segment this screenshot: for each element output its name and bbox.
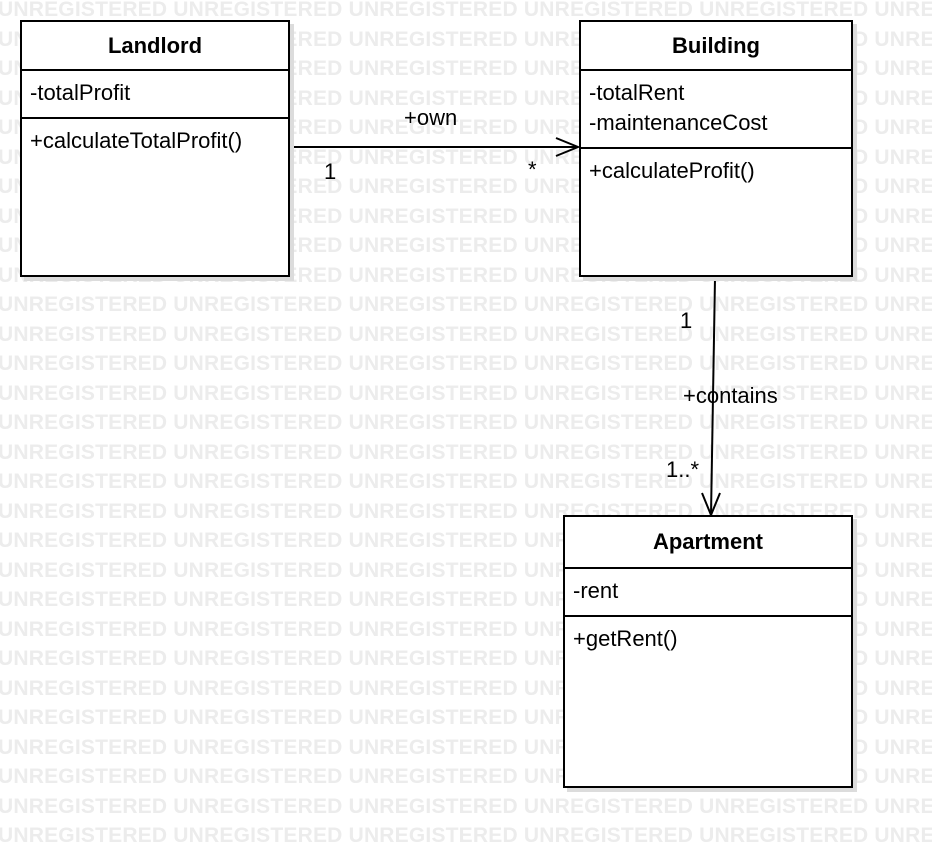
landlord-operations: +calculateTotalProfit() xyxy=(22,119,288,275)
building-class[interactable]: Building -totalRent -maintenanceCost +ca… xyxy=(579,20,853,277)
contains-target-multiplicity: 1..* xyxy=(666,457,700,482)
own-association-label: +own xyxy=(404,105,458,130)
building-attribute-total-rent: -totalRent xyxy=(589,80,685,105)
contains-source-multiplicity: 1 xyxy=(680,308,693,333)
apartment-class[interactable]: Apartment -rent +getRent() xyxy=(563,515,853,788)
own-target-multiplicity: * xyxy=(528,157,537,182)
landlord-attributes: -totalProfit xyxy=(22,71,288,119)
apartment-class-name: Apartment xyxy=(565,517,851,569)
contains-association-line[interactable] xyxy=(710,277,716,516)
building-attributes: -totalRent -maintenanceCost xyxy=(581,71,851,149)
building-operation-calculate-profit: +calculateProfit() xyxy=(589,158,755,183)
landlord-class-name: Landlord xyxy=(22,22,288,71)
apartment-attribute-rent: -rent xyxy=(573,578,619,603)
landlord-attribute-total-profit: -totalProfit xyxy=(30,80,131,105)
building-operations: +calculateProfit() xyxy=(581,149,851,275)
apartment-operations: +getRent() xyxy=(565,617,851,786)
apartment-operation-get-rent: +getRent() xyxy=(573,626,678,651)
building-class-name: Building xyxy=(581,22,851,71)
landlord-operation-calculate-total-profit: +calculateTotalProfit() xyxy=(30,128,243,153)
landlord-class[interactable]: Landlord -totalProfit +calculateTotalPro… xyxy=(20,20,290,277)
building-attribute-maintenance-cost: -maintenanceCost xyxy=(589,110,768,135)
contains-association-label: +contains xyxy=(683,383,778,408)
own-association-arrowhead xyxy=(555,137,581,157)
apartment-attributes: -rent xyxy=(565,569,851,617)
own-source-multiplicity: 1 xyxy=(324,159,337,184)
